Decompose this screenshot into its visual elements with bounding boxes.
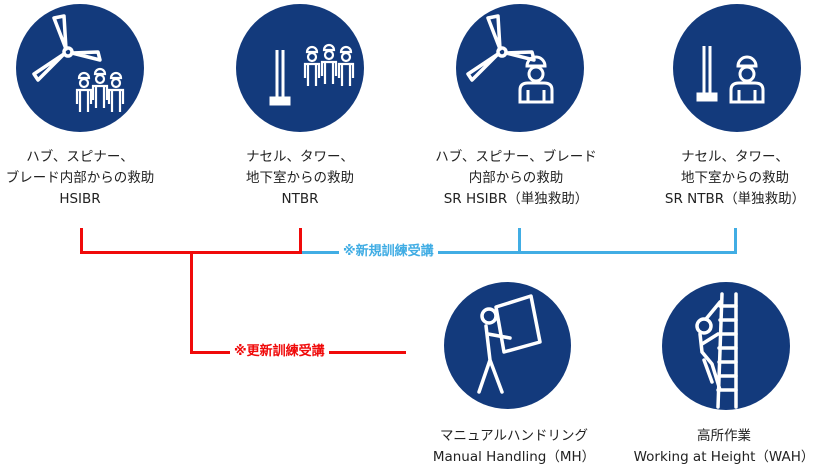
label-line: Working at Height（WAH） bbox=[633, 449, 815, 465]
label-line: ハブ、スピナー、ブレード bbox=[435, 149, 597, 165]
course-code: NTBR bbox=[281, 191, 319, 207]
red-connector bbox=[299, 228, 302, 254]
label-line: Manual Handling（MH） bbox=[432, 449, 596, 465]
tower-team-icon bbox=[269, 43, 355, 106]
label-line: 地下室からの救助 bbox=[681, 170, 789, 186]
course-code: HSIBR bbox=[59, 191, 101, 207]
red-connector bbox=[80, 228, 83, 254]
carrying-box-icon bbox=[477, 294, 542, 394]
course-icon-sr-hsibr bbox=[456, 4, 584, 132]
label-line: 高所作業 bbox=[697, 428, 751, 444]
course-icon-sr-ntbr bbox=[673, 4, 801, 132]
course-icon-hsibr bbox=[16, 4, 144, 132]
course-label-hsibr: ハブ、スピナー、 ブレード内部からの救助 HSIBR bbox=[0, 147, 180, 210]
blue-connector bbox=[518, 228, 521, 254]
label-line: ブレード内部からの救助 bbox=[5, 170, 155, 186]
red-connector bbox=[190, 251, 193, 354]
label-line: 地下室からの救助 bbox=[246, 170, 354, 186]
ladder-climber-icon bbox=[695, 292, 738, 409]
blue-connector bbox=[734, 228, 737, 254]
course-code: SR NTBR（単独救助） bbox=[664, 191, 806, 207]
wind-turbine-team-icon bbox=[32, 14, 125, 114]
course-label-sr-hsibr: ハブ、スピナー、ブレード 内部からの救助 SR HSIBR（単独救助） bbox=[416, 147, 616, 210]
course-label-ntbr: ナセル、タワー、 地下室からの救助 NTBR bbox=[200, 147, 400, 210]
module-icon-wah bbox=[662, 282, 790, 410]
tower-worker-icon bbox=[696, 44, 765, 104]
label-line: ハブ、スピナー、 bbox=[26, 149, 134, 165]
label-line: ナセル、タワー、 bbox=[246, 149, 354, 165]
module-icon-mh bbox=[444, 282, 571, 409]
course-icon-ntbr bbox=[236, 4, 364, 132]
label-line: 内部からの救助 bbox=[468, 170, 564, 186]
module-label-mh: マニュアルハンドリング Manual Handling（MH） bbox=[414, 426, 614, 468]
module-label-wah: 高所作業 Working at Height（WAH） bbox=[624, 426, 824, 468]
course-code: SR HSIBR（単独救助） bbox=[443, 191, 589, 207]
new-training-label: ※新規訓練受講 bbox=[339, 244, 438, 260]
label-line: ナセル、タワー、 bbox=[681, 149, 789, 165]
renewal-training-label: ※更新訓練受講 bbox=[230, 344, 329, 360]
wind-turbine-worker-icon bbox=[466, 14, 554, 104]
label-line: マニュアルハンドリング bbox=[439, 428, 589, 444]
course-label-sr-ntbr: ナセル、タワー、 地下室からの救助 SR NTBR（単独救助） bbox=[635, 147, 827, 210]
